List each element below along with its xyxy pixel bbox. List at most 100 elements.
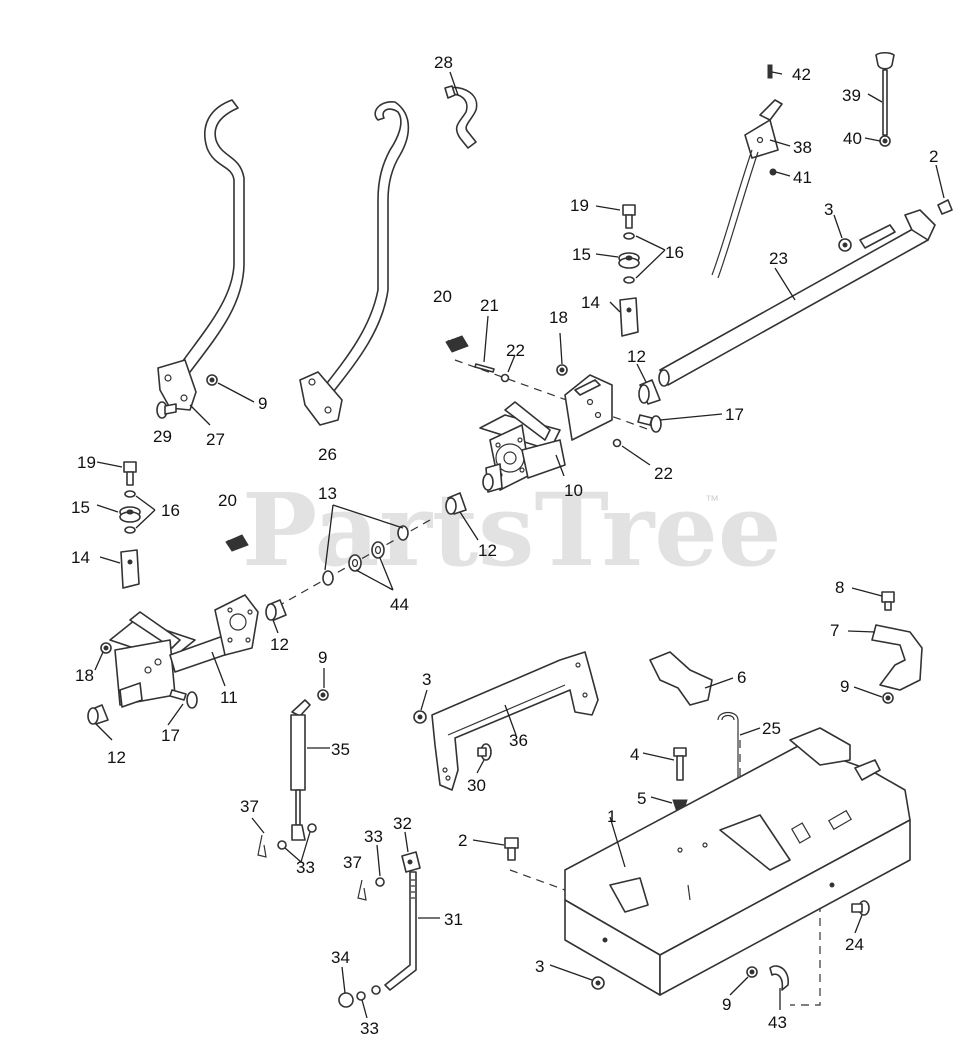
callout-15-lower: 15 bbox=[71, 498, 90, 517]
callout-25: 25 bbox=[762, 719, 781, 738]
nut-part-9-upper bbox=[206, 374, 218, 386]
callout-29: 29 bbox=[153, 427, 172, 446]
bracket-part-38 bbox=[711, 99, 783, 279]
bracket-part-6 bbox=[649, 651, 713, 706]
callout-14-upper: 14 bbox=[581, 293, 600, 312]
bushing-part-12-c bbox=[265, 599, 287, 621]
callout-7: 7 bbox=[830, 621, 839, 640]
callout-28: 28 bbox=[434, 53, 453, 72]
bushing-part-12-b bbox=[445, 492, 467, 515]
callout-26: 26 bbox=[318, 445, 337, 464]
callout-31: 31 bbox=[444, 910, 463, 929]
callout-13: 13 bbox=[318, 484, 337, 503]
callout-37-b: 37 bbox=[343, 853, 362, 872]
callout-12-b: 12 bbox=[478, 541, 497, 560]
bolt-part-19-upper bbox=[622, 204, 636, 229]
washer-part-22-lower bbox=[612, 438, 622, 448]
knob-part-39 bbox=[875, 51, 895, 136]
nut-part-3-bracket bbox=[413, 710, 427, 724]
ring-part-34 bbox=[338, 992, 354, 1008]
callout-3-bracket: 3 bbox=[422, 670, 431, 689]
callout-36: 36 bbox=[509, 731, 528, 750]
clip-part-43 bbox=[769, 965, 789, 991]
washer-part-33-rod bbox=[375, 877, 385, 887]
callout-15-upper: 15 bbox=[572, 245, 591, 264]
callout-35: 35 bbox=[331, 740, 350, 759]
bushing-part-12-d bbox=[87, 704, 109, 725]
callout-2-rod: 2 bbox=[929, 147, 938, 166]
callout-1: 1 bbox=[607, 807, 616, 826]
bushing-part-12-a bbox=[638, 379, 661, 405]
bolt-part-30 bbox=[477, 743, 492, 761]
nut-part-40 bbox=[879, 135, 891, 147]
nut-part-3-frame bbox=[591, 976, 605, 990]
bolt-part-2-frame bbox=[504, 837, 519, 861]
lift-shaft-assembly-part-11 bbox=[109, 594, 259, 708]
callout-42: 42 bbox=[792, 65, 811, 84]
nut-part-18-upper bbox=[556, 364, 568, 376]
bolt-part-29 bbox=[156, 401, 177, 419]
spacer-part-15-lower bbox=[119, 506, 141, 523]
washer-part-13 bbox=[322, 525, 409, 586]
callout-20-upper: 20 bbox=[433, 287, 452, 306]
watermark-trademark: ™ bbox=[705, 492, 719, 508]
nut-part-3-upper bbox=[838, 238, 852, 252]
callout-12-d: 12 bbox=[107, 748, 126, 767]
assembly-axis-clip bbox=[790, 890, 821, 1006]
lift-handle-right bbox=[299, 101, 410, 426]
callout-27: 27 bbox=[206, 430, 225, 449]
clip-part-37-a bbox=[257, 834, 267, 858]
callout-12-a: 12 bbox=[627, 347, 646, 366]
bolt-part-8 bbox=[881, 591, 895, 611]
callout-3-rod: 3 bbox=[824, 200, 833, 219]
callout-40: 40 bbox=[843, 129, 862, 148]
pin-part-21 bbox=[474, 363, 495, 373]
washers-part-16-lower bbox=[124, 490, 136, 534]
callout-33-rod: 33 bbox=[364, 827, 383, 846]
bolt-part-17-lower bbox=[169, 689, 198, 709]
leader-lines bbox=[94, 71, 945, 1019]
washers-part-16-upper bbox=[623, 232, 635, 284]
callout-44: 44 bbox=[390, 595, 409, 614]
callout-16-upper: 16 bbox=[665, 243, 684, 262]
callout-17-lower: 17 bbox=[161, 726, 180, 745]
block-part-14-upper bbox=[619, 297, 639, 337]
callout-9-handle: 9 bbox=[258, 394, 267, 413]
bracket-part-36 bbox=[431, 651, 599, 791]
callout-39: 39 bbox=[842, 86, 861, 105]
pin-part-41 bbox=[769, 168, 777, 176]
callout-24: 24 bbox=[845, 935, 864, 954]
callout-21: 21 bbox=[480, 296, 499, 315]
washer-part-22-upper bbox=[500, 373, 510, 383]
rod-part-31 bbox=[371, 871, 417, 995]
callout-37-a: 37 bbox=[240, 797, 259, 816]
callout-3-frame: 3 bbox=[535, 957, 544, 976]
callout-4: 4 bbox=[630, 745, 639, 764]
lift-handle-left bbox=[157, 99, 245, 411]
bolt-part-17-upper bbox=[637, 414, 662, 433]
callout-30: 30 bbox=[467, 776, 486, 795]
gas-spring-part-35 bbox=[290, 699, 311, 841]
callout-12-c: 12 bbox=[270, 635, 289, 654]
assembly-axis-bolt bbox=[509, 869, 566, 891]
spring-part-20-upper bbox=[445, 335, 469, 353]
callout-32: 32 bbox=[393, 814, 412, 833]
callout-14-lower: 14 bbox=[71, 548, 90, 567]
callout-33-spring: 33 bbox=[296, 858, 315, 877]
callout-18-upper: 18 bbox=[549, 308, 568, 327]
frame-part-1 bbox=[564, 727, 911, 996]
assembly-axis-upper bbox=[454, 359, 651, 431]
washer-part-33-bottom bbox=[356, 991, 366, 1001]
bracket-part-7 bbox=[871, 624, 923, 691]
washers-part-33-spring bbox=[277, 823, 317, 850]
callout-9-spring: 9 bbox=[318, 648, 327, 667]
washers-part-44 bbox=[348, 541, 385, 572]
bolt-part-19-lower bbox=[123, 461, 137, 486]
callout-22-lower: 22 bbox=[654, 464, 673, 483]
watermark: PartsTree bbox=[242, 471, 782, 589]
callout-43: 43 bbox=[768, 1013, 787, 1032]
callout-41: 41 bbox=[793, 168, 812, 187]
nut-part-9-right bbox=[882, 692, 894, 704]
callout-34: 34 bbox=[331, 948, 350, 967]
callout-11: 11 bbox=[220, 688, 238, 707]
